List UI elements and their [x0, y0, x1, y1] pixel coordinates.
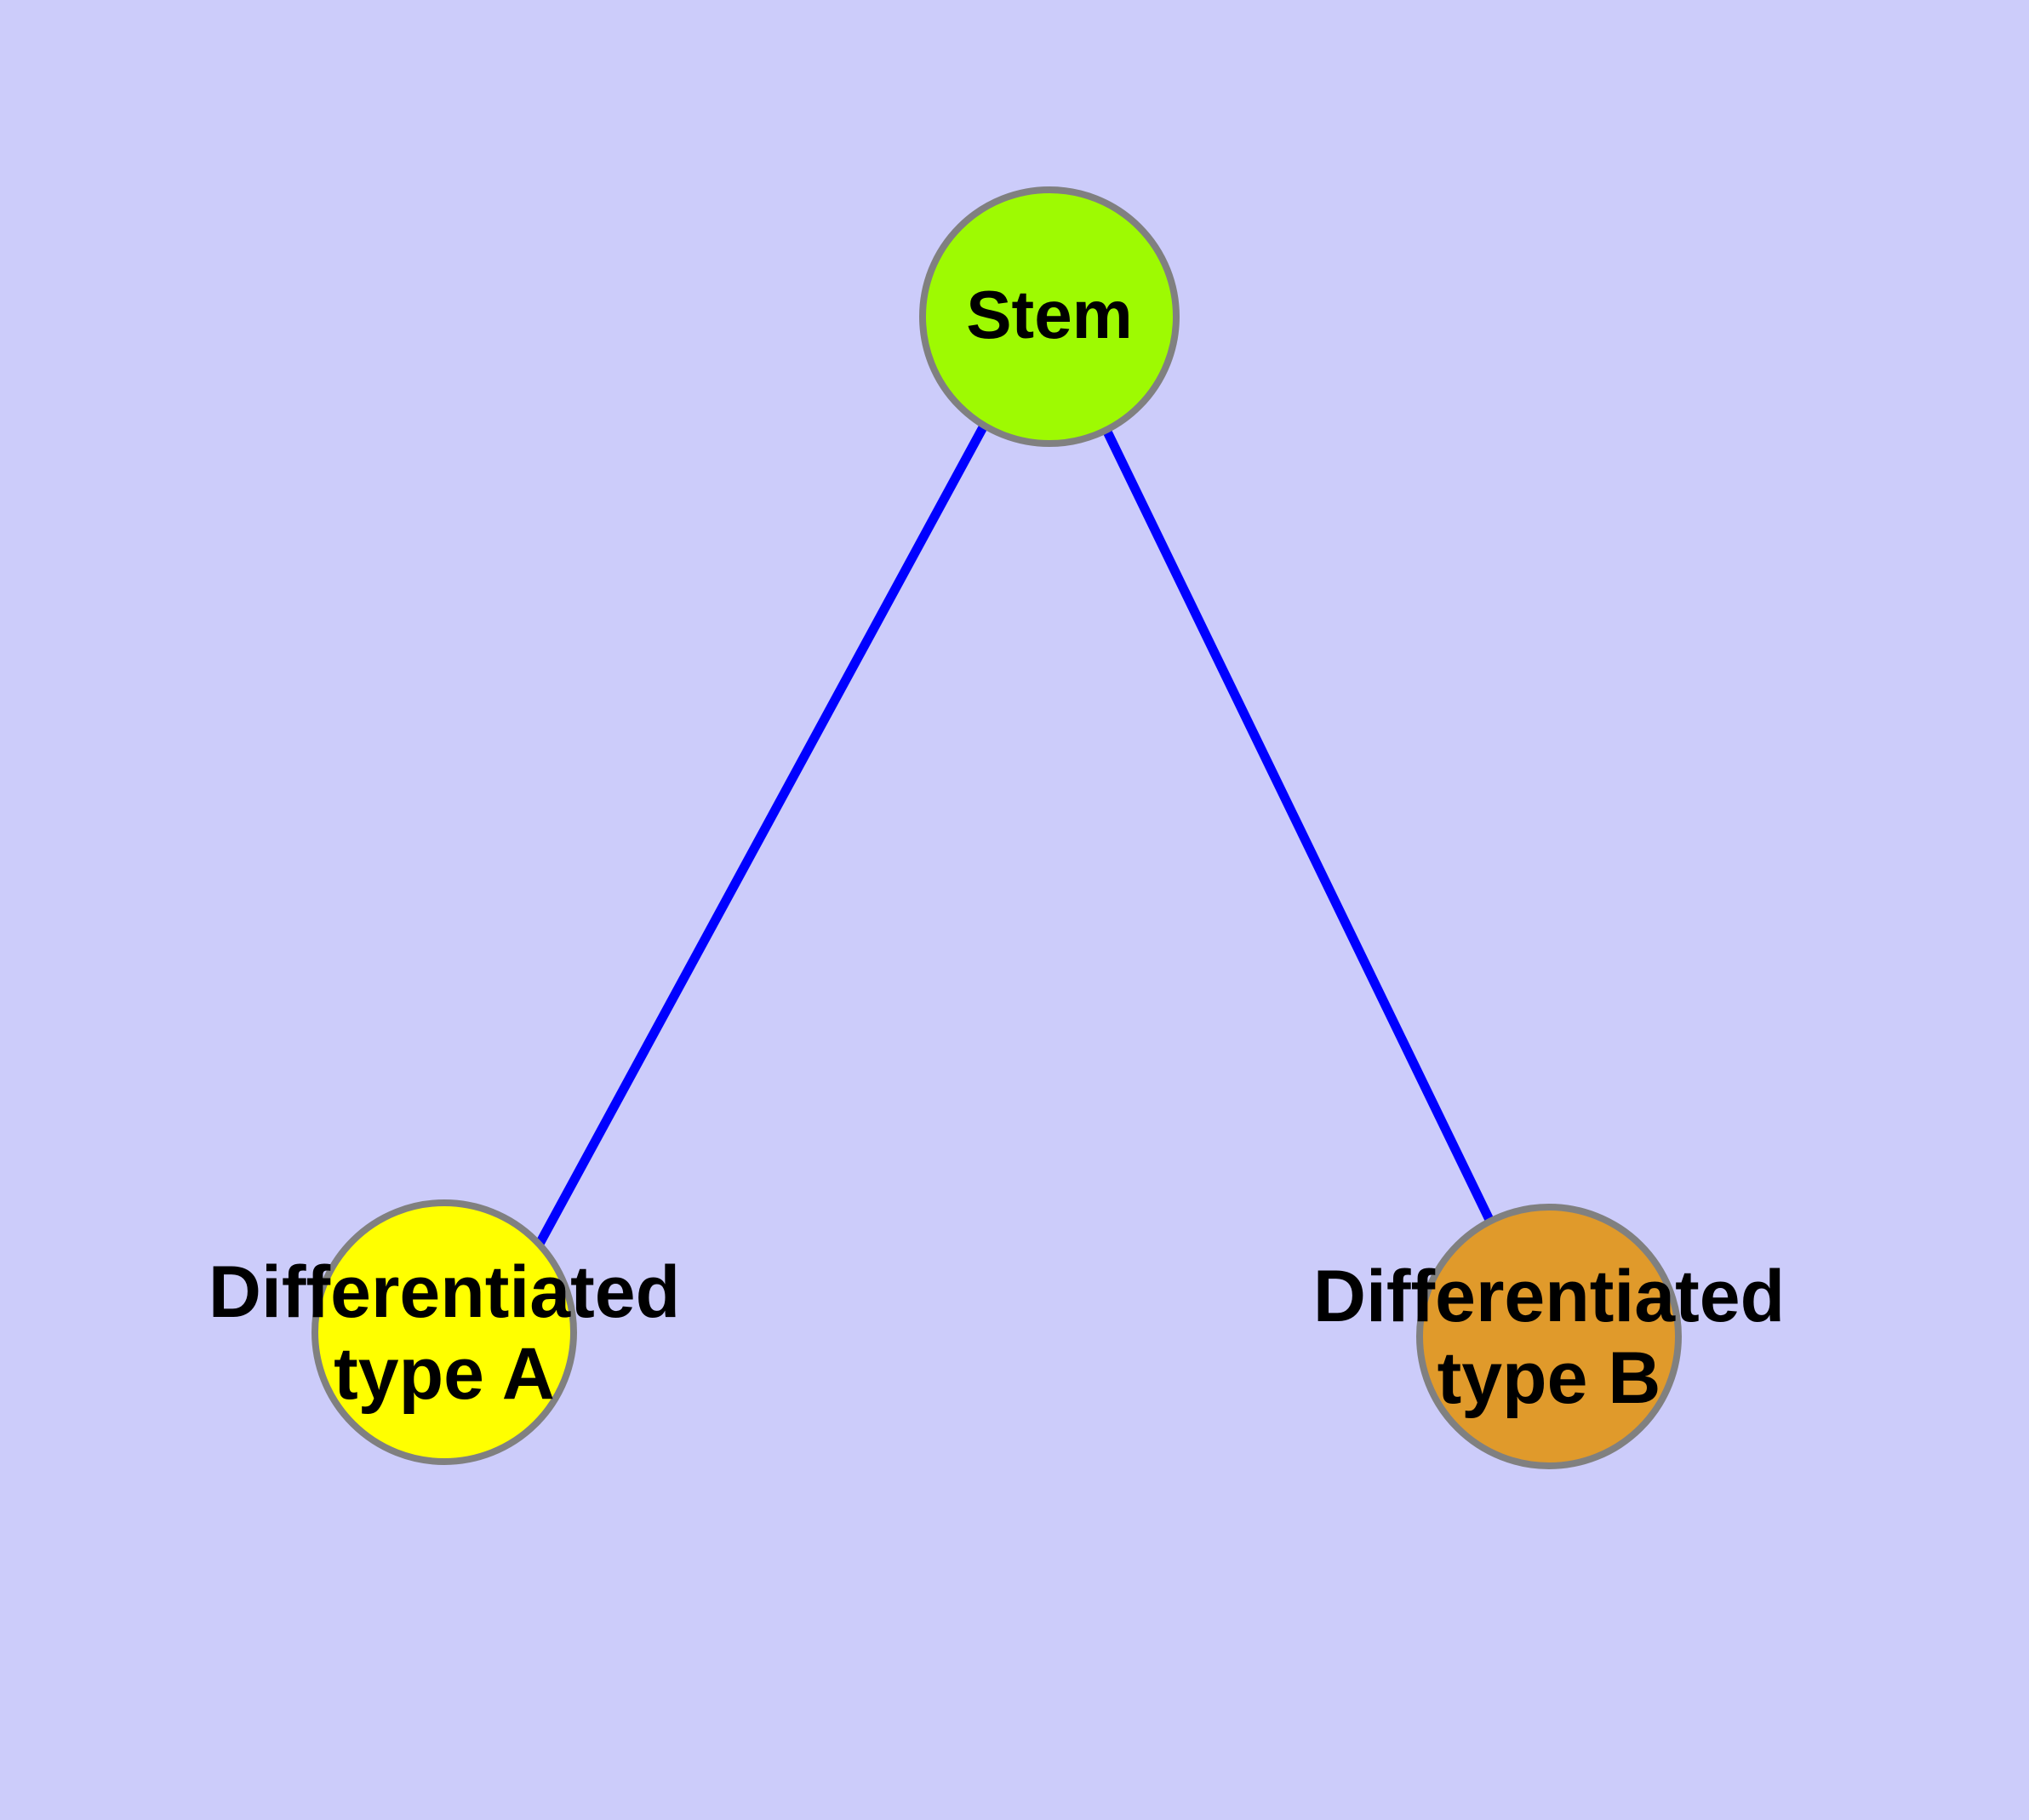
node-diff-a[interactable]	[311, 1199, 577, 1465]
edge-stem-to-diff-b[interactable]	[1102, 427, 1495, 1226]
node-stem[interactable]	[919, 186, 1180, 447]
node-diff-b[interactable]	[1416, 1204, 1682, 1469]
edge-stem-to-diff-a[interactable]	[535, 425, 987, 1246]
